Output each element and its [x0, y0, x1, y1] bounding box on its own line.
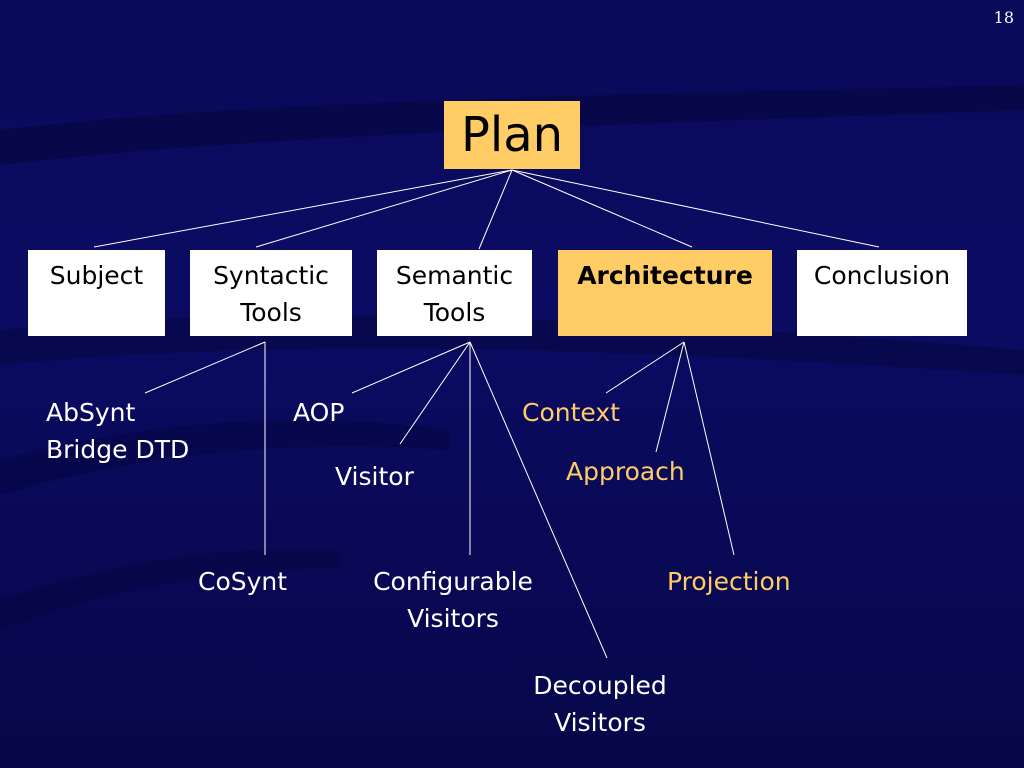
leaf-aop: AOP — [293, 394, 344, 431]
leaf-approach-label: Approach — [566, 457, 685, 486]
node-architecture-label: Architecture — [577, 261, 753, 290]
leaf-visitor: Visitor — [335, 458, 414, 495]
leaf-configurable-line2: Visitors — [407, 604, 499, 633]
node-semantic-tools-line1: Semantic — [395, 261, 514, 290]
leaf-projection: Projection — [667, 563, 791, 600]
leaf-approach: Approach — [566, 453, 685, 490]
node-conclusion-label: Conclusion — [813, 261, 951, 290]
leaf-cosynt-label: CoSynt — [198, 567, 288, 596]
leaf-visitor-label: Visitor — [335, 462, 414, 491]
leaf-configurable-visitors: Configurable Visitors — [358, 563, 548, 637]
leaf-absynt-line2: Bridge DTD — [46, 435, 190, 464]
leaf-context: Context — [522, 394, 620, 431]
node-subject-label: Subject — [49, 261, 144, 290]
leaf-absynt-line1: AbSynt — [46, 398, 136, 427]
leaf-decoupled-visitors: Decoupled Visitors — [515, 667, 685, 741]
plan-title: Plan — [444, 101, 580, 169]
node-architecture: Architecture — [558, 250, 772, 336]
node-conclusion: Conclusion — [797, 250, 967, 336]
leaf-projection-label: Projection — [667, 567, 791, 596]
leaf-absynt-bridge-dtd: AbSynt Bridge DTD — [46, 394, 189, 468]
node-semantic-tools: Semantic Tools — [377, 250, 532, 336]
slide-number: 18 — [993, 8, 1014, 27]
leaf-configurable-line1: Configurable — [373, 567, 533, 596]
node-syntactic-tools-line1: Syntactic — [213, 261, 329, 290]
leaf-cosynt: CoSynt — [198, 563, 287, 600]
node-semantic-tools-line2: Tools — [423, 298, 486, 327]
leaf-decoupled-line1: Decoupled — [533, 671, 667, 700]
leaf-decoupled-line2: Visitors — [554, 708, 646, 737]
node-syntactic-tools: Syntactic Tools — [190, 250, 352, 336]
leaf-context-label: Context — [522, 398, 620, 427]
node-subject: Subject — [28, 250, 165, 336]
leaf-aop-label: AOP — [293, 398, 345, 427]
node-syntactic-tools-line2: Tools — [240, 298, 302, 327]
